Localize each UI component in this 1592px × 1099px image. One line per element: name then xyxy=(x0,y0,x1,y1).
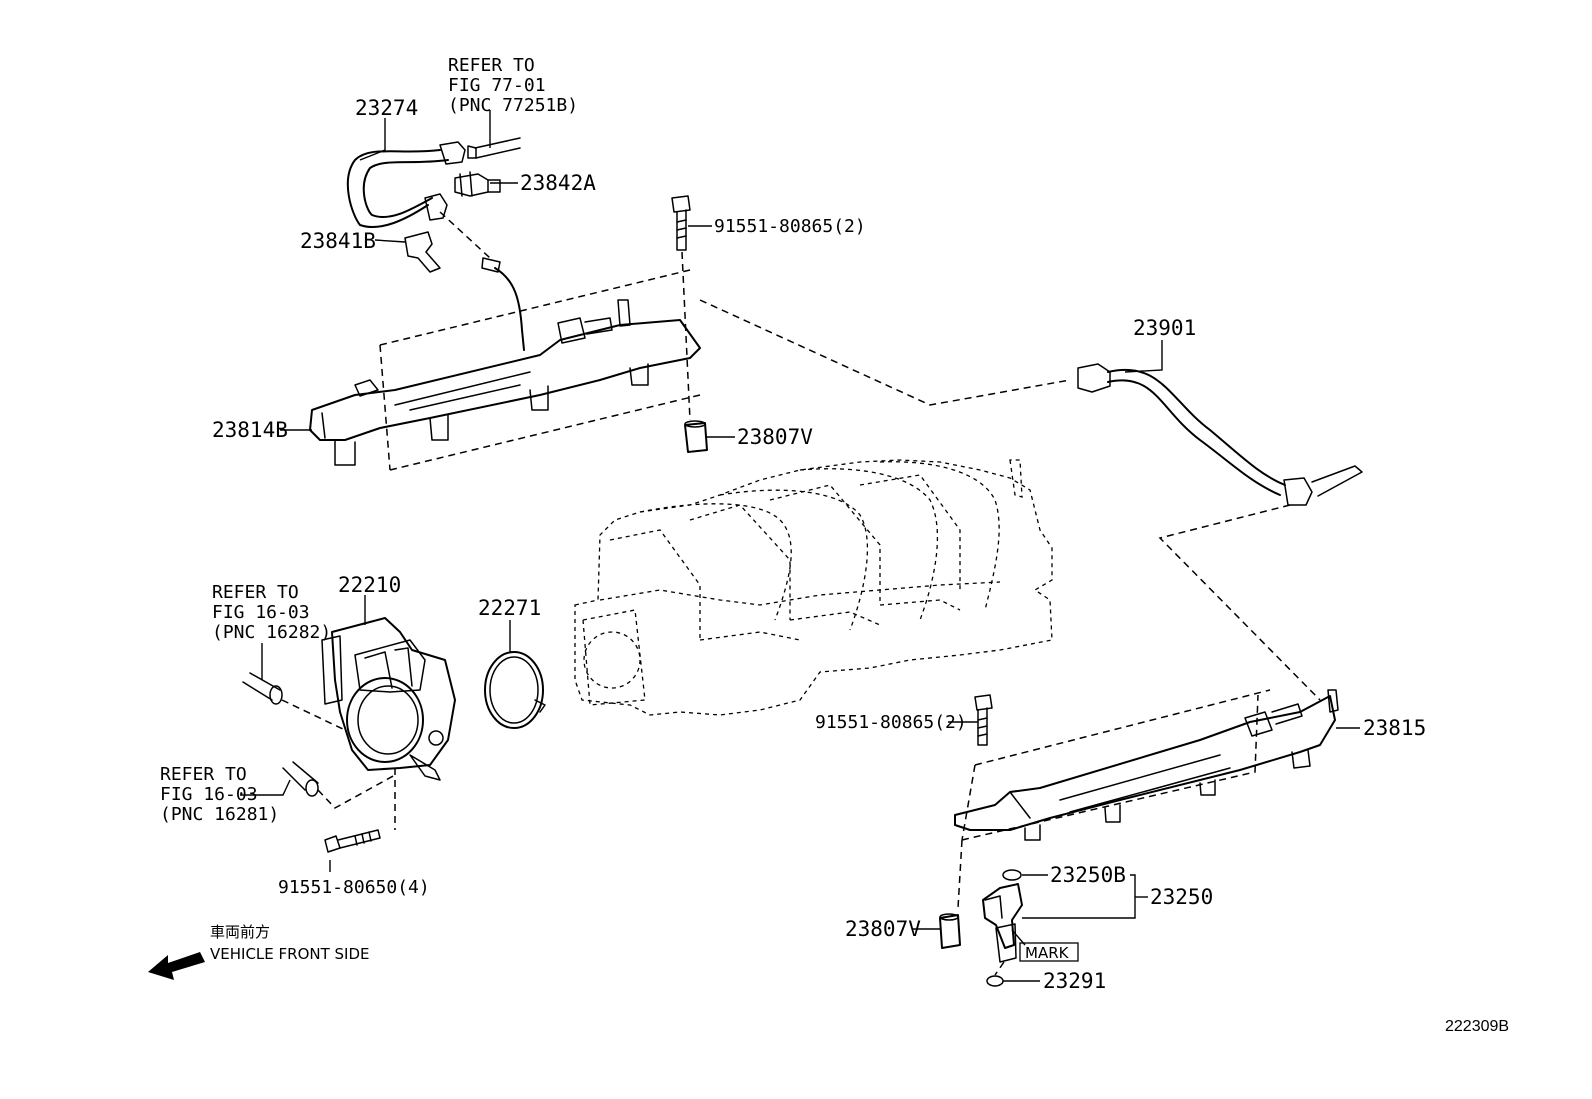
refer-note-mid-line1: REFER TO xyxy=(212,582,299,603)
label-23807V-bottom: 23807V xyxy=(845,917,921,941)
label-23807V-top: 23807V xyxy=(737,425,813,449)
label-23291: 23291 xyxy=(1043,969,1106,993)
route-line-bottom xyxy=(957,839,963,909)
refer-note-low-line3: (PNC 16281) xyxy=(160,804,279,825)
label-22271: 22271 xyxy=(478,596,541,620)
refer-note-low-line2: FIG 16-03 xyxy=(160,784,258,805)
injector-23250[interactable] xyxy=(982,883,1023,976)
refer-note-top-line1: REFER TO xyxy=(448,55,535,76)
bolt-91551-80865-mid[interactable] xyxy=(974,694,993,746)
label-22210: 22210 xyxy=(338,573,401,597)
spacer-23807V-bottom[interactable] xyxy=(939,913,961,949)
fuel-pipe-23901[interactable] xyxy=(1077,363,1363,701)
refer-note-mid-line2: FIG 16-03 xyxy=(212,602,310,623)
fuel-rail-23815[interactable] xyxy=(954,689,1339,841)
clip-23841B[interactable] xyxy=(404,231,441,273)
label-mark: MARK xyxy=(1025,944,1070,962)
bolt-91551-80650[interactable] xyxy=(324,768,396,853)
fuel-hose-23274[interactable] xyxy=(346,141,466,229)
hose-16281 xyxy=(282,761,396,809)
refer-note-top-line2: FIG 77-01 xyxy=(448,75,546,96)
refer-note-top-line3: (PNC 77251B) xyxy=(448,95,578,116)
fuel-rail-23814B[interactable] xyxy=(309,269,701,471)
leader-lines xyxy=(240,110,1360,982)
label-23901: 23901 xyxy=(1133,316,1196,340)
label-23815: 23815 xyxy=(1363,716,1426,740)
o-ring-23291[interactable] xyxy=(986,975,1004,987)
spacer-23807V-top[interactable] xyxy=(684,420,708,453)
front-direction-jp: 車両前方 xyxy=(210,923,270,941)
mark-box xyxy=(1019,942,1079,962)
refer-note-mid-line3: (PNC 16282) xyxy=(212,622,331,643)
label-23250B: 23250B xyxy=(1050,863,1126,887)
label-23842A: 23842A xyxy=(520,171,596,195)
label-23274: 23274 xyxy=(355,96,418,120)
o-ring-23250B[interactable] xyxy=(1002,869,1022,881)
diagram-id: 222309B xyxy=(1445,1018,1509,1035)
feed-pipe xyxy=(439,211,525,351)
clip-23842A[interactable] xyxy=(454,171,501,197)
label-bolt-mid: 91551-80865(2) xyxy=(815,712,967,733)
label-23814B: 23814B xyxy=(212,418,288,442)
left-arrow-icon xyxy=(148,952,205,980)
hose-16282 xyxy=(242,672,346,731)
gasket-22271[interactable] xyxy=(484,651,546,729)
front-direction-en: VEHICLE FRONT SIDE xyxy=(210,945,370,963)
intake-manifold xyxy=(574,459,1053,716)
throttle-body-22210[interactable] xyxy=(321,617,456,781)
label-bolt-top: 91551-80865(2) xyxy=(714,216,866,237)
fuel-pipe-end xyxy=(467,137,521,159)
bolt-91551-80865-top[interactable] xyxy=(671,195,691,421)
route-line-top xyxy=(699,299,1071,406)
label-23250: 23250 xyxy=(1150,885,1213,909)
refer-note-low-line1: REFER TO xyxy=(160,764,247,785)
label-bolt-bottom: 91551-80650(4) xyxy=(278,877,430,898)
label-23841B: 23841B xyxy=(300,229,376,253)
